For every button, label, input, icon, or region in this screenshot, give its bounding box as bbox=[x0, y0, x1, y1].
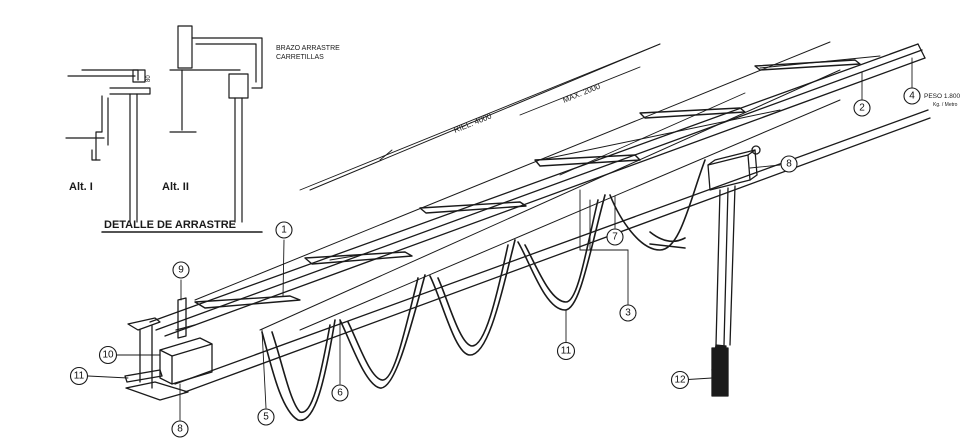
callout-group: 1 2 3 4 5 6 7 8 8 9 10 11 11 12 bbox=[69, 87, 921, 438]
callout-4: 4 bbox=[903, 87, 921, 105]
alt-2-label: Alt. II bbox=[162, 181, 189, 193]
callout-8-right-number: 8 bbox=[786, 159, 792, 170]
arm-label-line1: BRAZO ARRASTRE bbox=[276, 45, 340, 52]
end-junction-box bbox=[124, 297, 213, 385]
callout-6-number: 6 bbox=[337, 388, 343, 399]
callout-6: 6 bbox=[331, 384, 349, 402]
callout-1-number: 1 bbox=[281, 225, 287, 236]
callout-8-left: 8 bbox=[171, 420, 189, 438]
detail-alt-2 bbox=[169, 25, 263, 223]
pendant-control bbox=[711, 185, 736, 397]
callout-7: 7 bbox=[606, 228, 624, 246]
arm-label-line2: CARRETILLAS bbox=[276, 54, 324, 61]
weight-label-line2: Kg. / Metro bbox=[933, 102, 958, 108]
callout-11-left-number: 11 bbox=[74, 371, 85, 382]
callout-11-mid-number: 11 bbox=[561, 346, 572, 357]
callout-9-number: 9 bbox=[178, 265, 184, 276]
callout-3-number: 3 bbox=[625, 308, 631, 319]
dimension-lines bbox=[299, 43, 746, 191]
callout-8-right: 8 bbox=[780, 155, 798, 173]
callout-7-number: 7 bbox=[612, 232, 618, 243]
rail-length-label: RIEL: 4000 bbox=[452, 111, 493, 135]
callout-8-left-number: 8 bbox=[177, 424, 183, 435]
callout-10: 10 bbox=[98, 345, 118, 365]
trolley-junction-box bbox=[707, 145, 761, 191]
detail-alt-1 bbox=[65, 69, 151, 223]
callout-12-number: 12 bbox=[674, 375, 686, 386]
callout-11-left: 11 bbox=[69, 366, 89, 386]
callout-3: 3 bbox=[619, 304, 637, 322]
callout-12: 12 bbox=[670, 370, 690, 390]
callout-10-number: 10 bbox=[102, 350, 114, 361]
carriage-plates bbox=[194, 59, 861, 309]
callout-4-number: 4 bbox=[909, 91, 915, 102]
max-length-label: MAX. 2000 bbox=[561, 81, 602, 104]
weight-label-line1: PESO 1.800 bbox=[924, 93, 961, 100]
festoon-cables bbox=[261, 159, 706, 422]
callout-9: 9 bbox=[172, 261, 190, 279]
alt-1-label: Alt. I bbox=[69, 181, 93, 193]
upper-runway bbox=[194, 41, 881, 331]
callout-2-number: 2 bbox=[859, 103, 865, 114]
detail-caption: DETALLE DE ARRASTRE bbox=[104, 219, 236, 231]
callout-2: 2 bbox=[853, 99, 871, 117]
callout-5-number: 5 bbox=[263, 412, 269, 423]
callout-11-mid: 11 bbox=[556, 341, 576, 361]
callout-1: 1 bbox=[275, 221, 293, 239]
dim-small-label: 80 bbox=[146, 75, 152, 82]
callout-5: 5 bbox=[257, 408, 275, 426]
